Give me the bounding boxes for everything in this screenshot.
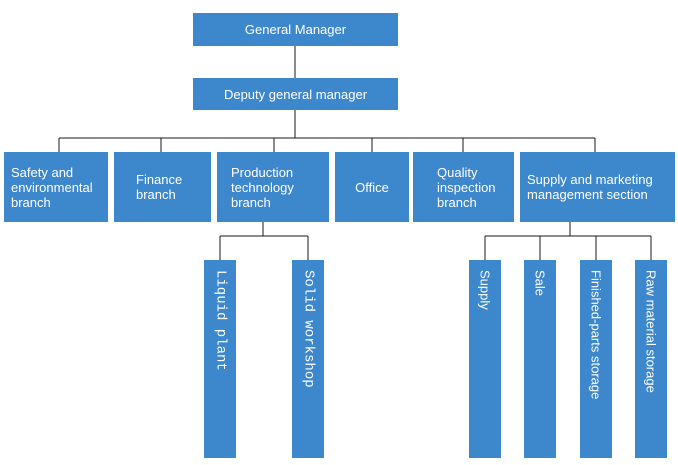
unit-supply-box: Supply bbox=[469, 260, 501, 458]
unit-sale-label: Sale bbox=[532, 270, 548, 297]
unit-finished-parts-label: Finished-parts storage bbox=[588, 270, 604, 400]
unit-sale-box: Sale bbox=[524, 260, 556, 458]
branch-production-label: Production technology branch bbox=[231, 164, 294, 210]
unit-solid-workshop-box: Solid workshop bbox=[292, 260, 324, 458]
branch-supply-marketing-label: Supply and marketing management section bbox=[527, 172, 653, 202]
unit-raw-material-label: Raw material storage bbox=[643, 270, 659, 393]
unit-liquid-plant-box: Liquid plant bbox=[204, 260, 236, 458]
unit-finished-parts-box: Finished-parts storage bbox=[580, 260, 612, 458]
branch-office-box: Office bbox=[335, 152, 409, 222]
general-manager-box: General Manager bbox=[193, 13, 398, 46]
branch-office-label: Office bbox=[355, 179, 389, 195]
unit-solid-workshop-label: Solid workshop bbox=[300, 270, 317, 388]
branch-safety-label: Safety and environmental branch bbox=[11, 164, 93, 210]
unit-supply-label: Supply bbox=[477, 270, 493, 310]
unit-liquid-plant-label: Liquid plant bbox=[212, 270, 229, 371]
deputy-manager-box: Deputy general manager bbox=[193, 78, 398, 110]
deputy-manager-label: Deputy general manager bbox=[223, 86, 368, 102]
branch-safety-box: Safety and environmental branch bbox=[4, 152, 108, 222]
unit-raw-material-box: Raw material storage bbox=[635, 260, 667, 458]
general-manager-label: General Manager bbox=[244, 22, 347, 37]
branch-supply-marketing-box: Supply and marketing management section bbox=[520, 152, 675, 222]
branch-finance-box: Finance branch bbox=[114, 152, 211, 222]
branch-finance-label: Finance branch bbox=[136, 172, 183, 202]
branch-quality-box: Quality inspection branch bbox=[413, 152, 514, 222]
branch-production-box: Production technology branch bbox=[217, 152, 329, 222]
branch-quality-label: Quality inspection branch bbox=[437, 164, 496, 210]
